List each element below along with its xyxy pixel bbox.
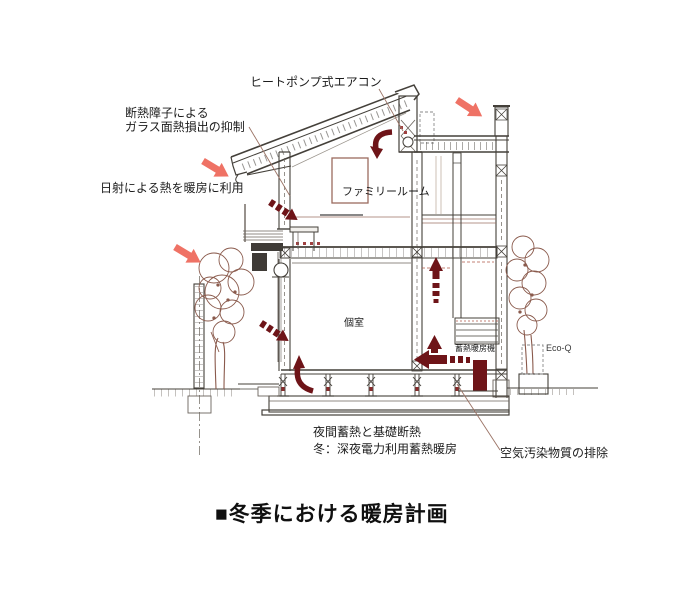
label-night-storage-line1: 夜間蓄熱と基礎断熱 — [313, 425, 422, 439]
shoji-leader-line — [248, 126, 291, 197]
roof-peak-and-heat-pump-unit — [394, 84, 435, 153]
balcony — [243, 204, 283, 362]
flat-roof-deck — [414, 105, 510, 153]
label-night-storage-line2: 冬：深夜電力利用蓄熱暖房 — [313, 442, 458, 456]
rising-warm-air-arrow-icon — [429, 257, 443, 303]
right-tree-and-planter — [505, 235, 550, 395]
floor-pier — [365, 374, 377, 397]
label-solar-heat-use: 日射による熱を暖房に利用 — [100, 181, 244, 195]
solar-gain-arrows — [173, 97, 483, 263]
leader-lines — [248, 88, 501, 451]
solar-arrow-icon — [201, 157, 229, 177]
storage-heater-unit — [458, 360, 498, 392]
solar-arrow-icon — [455, 97, 483, 117]
floor-pier — [411, 374, 423, 397]
window-heat-dashed-arrow-icon — [268, 199, 298, 220]
second-floor-slab — [280, 156, 498, 264]
vent-duct — [272, 262, 289, 278]
label-air-pollution-removal: 空気汚染物質の排除 — [500, 446, 609, 460]
roof — [230, 87, 413, 184]
inner-wall — [399, 151, 423, 372]
heat-pump-leader-line — [378, 88, 404, 132]
ground — [152, 387, 598, 397]
label-private-room: 個室 — [344, 318, 364, 329]
heater-closet-wall-and-louver — [452, 152, 500, 345]
label-insulated-shoji-line2: ガラス面熱損出の抑制 — [125, 120, 245, 134]
right-exterior-wall — [492, 136, 510, 398]
floor-pier — [451, 374, 463, 397]
label-heat-pump-aircon: ヒートポンプ式エアコン — [250, 75, 382, 89]
label-night-storage: 夜間蓄熱と基礎断熱 冬：深夜電力利用蓄熱暖房 — [313, 424, 457, 458]
label-storage-heater: 蓄熱暖房機 — [455, 344, 495, 353]
label-family-room: ファミリールーム — [342, 186, 430, 198]
heater-output-arrow-icon — [414, 335, 470, 369]
air-pollution-leader-line — [456, 383, 501, 451]
label-insulated-shoji: 断熱障子による ガラス面熱損出の抑制 — [125, 106, 245, 134]
garden-fence — [187, 276, 212, 457]
diagram-title: ■冬季における暖房計画 — [215, 503, 449, 526]
label-eco-q: Eco-Q — [546, 343, 572, 353]
left-tree — [194, 247, 255, 390]
floor-pier — [322, 374, 334, 397]
floor-heat-curved-arrow-icon — [293, 355, 314, 394]
aircon-circulation-curved-arrow-icon — [370, 129, 393, 159]
window-heat-dashed-arrow-icon — [259, 320, 289, 341]
heat-flow-arrows — [259, 129, 470, 394]
solar-arrow-icon — [173, 243, 201, 263]
foundation — [238, 383, 510, 416]
family-room-interior — [289, 157, 410, 251]
label-insulated-shoji-line1: 断熱障子による — [125, 106, 209, 120]
